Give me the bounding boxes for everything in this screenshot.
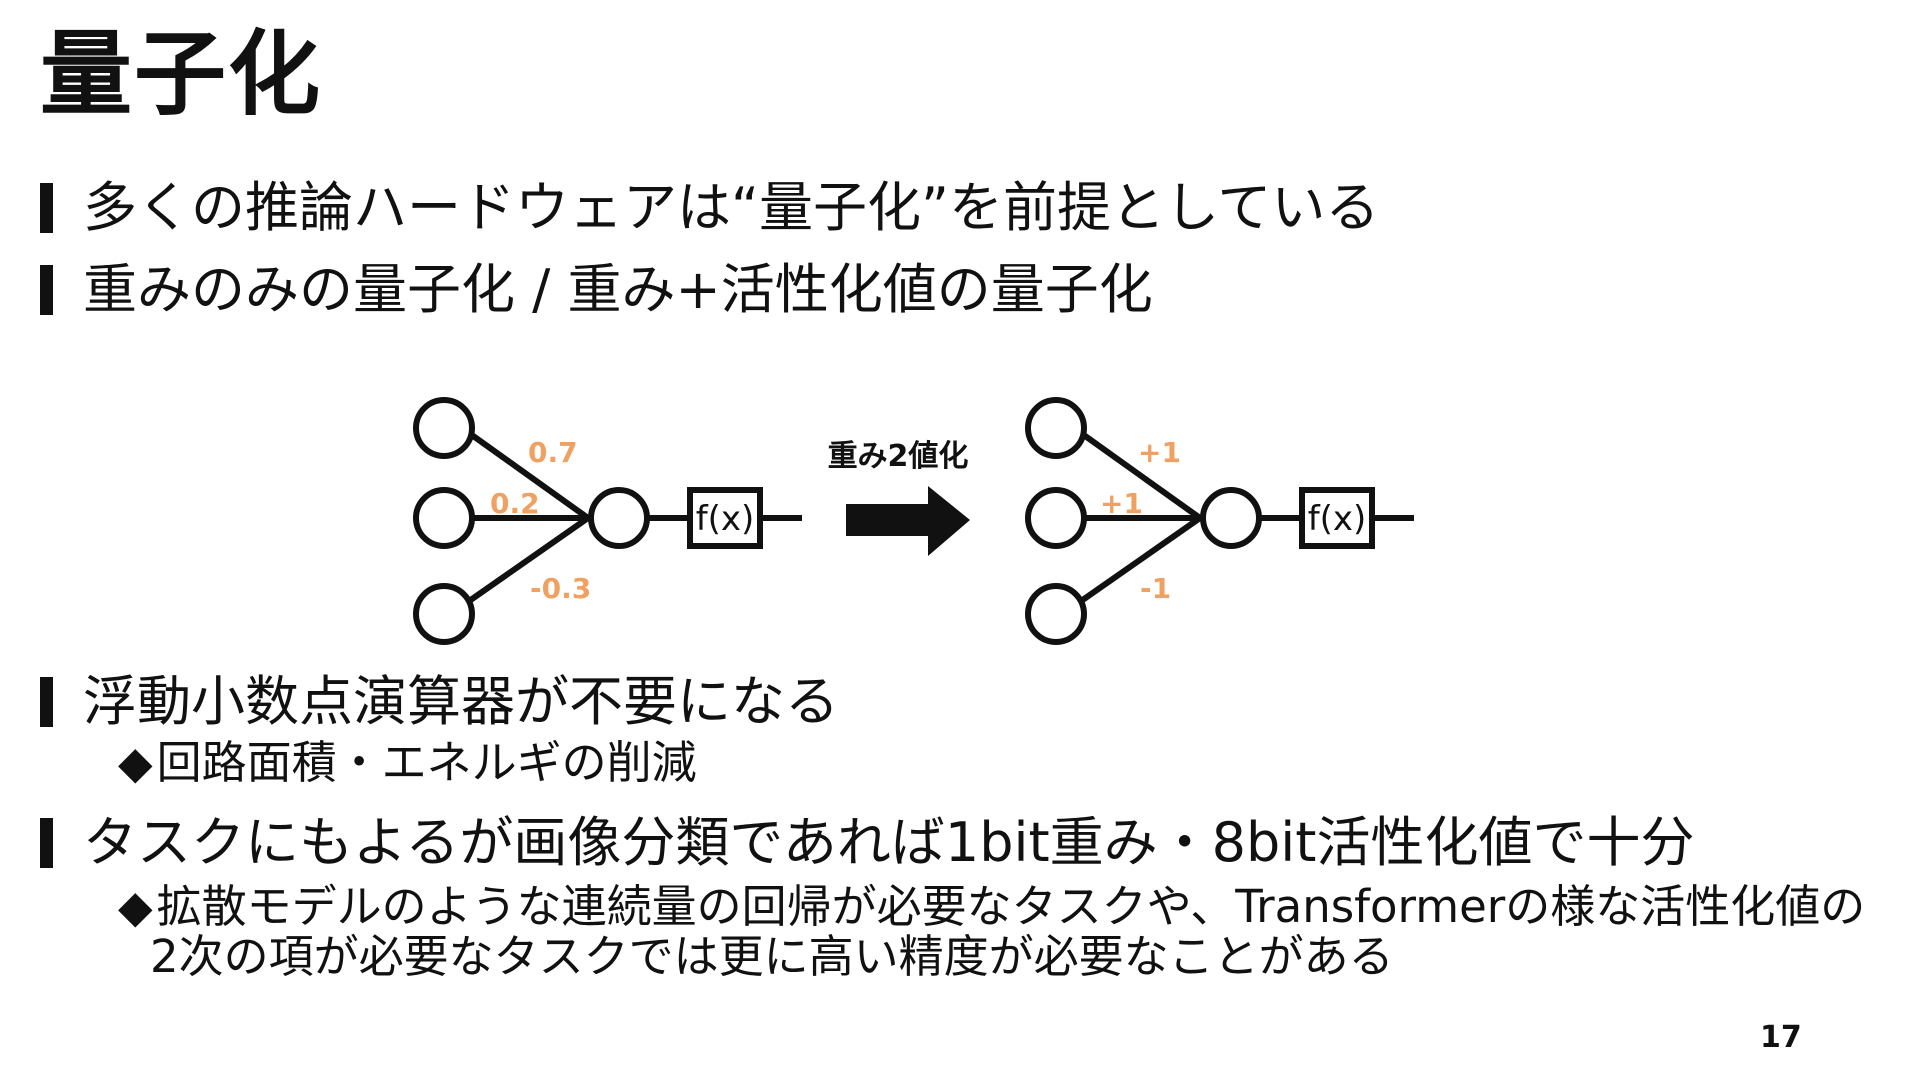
activation-box xyxy=(1299,487,1375,549)
connection-line xyxy=(460,515,590,609)
connection-line xyxy=(1072,515,1202,609)
weight-label: +1 xyxy=(1138,436,1181,469)
sub-bullet-precision: ◆拡散モデルのような連続量の回帰が必要なタスクや、Transformerの様な活… xyxy=(118,882,1865,932)
bullet-image-classification: タスクにもよるが画像分類であれば1bit重み・8bit活性化値で十分 xyxy=(40,813,1694,872)
connection-line xyxy=(1072,425,1202,521)
page-number: 17 xyxy=(1760,1020,1802,1055)
activation-label: f(x) xyxy=(696,499,755,539)
input-node xyxy=(1025,487,1087,549)
weight-label: 0.7 xyxy=(528,436,578,469)
bullet-text: 多くの推論ハードウェアは“量子化”を前提としている xyxy=(83,176,1380,239)
bullet-bar xyxy=(40,817,53,868)
diamond-icon: ◆ xyxy=(118,736,153,789)
input-node xyxy=(413,487,475,549)
bullet-bar xyxy=(40,182,53,233)
input-node xyxy=(1025,397,1087,459)
bullet-bar xyxy=(40,676,53,727)
bullet-text: 浮動小数点演算器が不要になる xyxy=(83,670,839,733)
bullet-text: 重みのみの量子化 / 重み+活性化値の量子化 xyxy=(83,258,1153,321)
bullet-hardware: 多くの推論ハードウェアは“量子化”を前提としている xyxy=(40,178,1379,237)
arrow-shape xyxy=(846,486,970,556)
hidden-node xyxy=(1200,487,1262,549)
weight-label: 0.2 xyxy=(490,487,540,520)
input-node xyxy=(1025,583,1087,645)
input-node xyxy=(413,397,475,459)
weight-label: +1 xyxy=(1100,487,1143,520)
bullet-bar xyxy=(40,264,53,315)
bullet-text: タスクにもよるが画像分類であれば1bit重み・8bit活性化値で十分 xyxy=(83,811,1695,874)
bullet-no-fpu: 浮動小数点演算器が不要になる xyxy=(40,672,839,731)
hidden-node xyxy=(588,487,650,549)
connection-line xyxy=(460,425,590,521)
activation-label: f(x) xyxy=(1308,499,1367,539)
diamond-icon: ◆ xyxy=(118,880,153,933)
slide-title: 量子化 xyxy=(40,21,323,128)
sub-bullet-text: 拡散モデルのような連続量の回帰が必要なタスクや、Transformerの様な活性… xyxy=(156,880,1866,933)
input-node xyxy=(413,583,475,645)
arrow-label: 重み2値化 xyxy=(828,439,969,474)
sub-bullet-circuit: ◆回路面積・エネルギの削減 xyxy=(118,738,697,788)
weight-label: -1 xyxy=(1140,572,1171,605)
network-after: f(x) +1 +1 -1 xyxy=(1025,397,1414,645)
binarize-arrow: 重み2値化 xyxy=(828,439,970,556)
sub-bullet-precision-continued: 2次の項が必要なタスクでは更に高い精度が必要なことがある xyxy=(150,930,1394,983)
bullet-quant-types: 重みのみの量子化 / 重み+活性化値の量子化 xyxy=(40,260,1153,319)
weight-label: -0.3 xyxy=(530,572,591,605)
sub-bullet-text: 回路面積・エネルギの削減 xyxy=(156,736,697,789)
network-before: f(x) 0.7 0.2 -0.3 xyxy=(413,397,802,645)
activation-box xyxy=(687,487,763,549)
